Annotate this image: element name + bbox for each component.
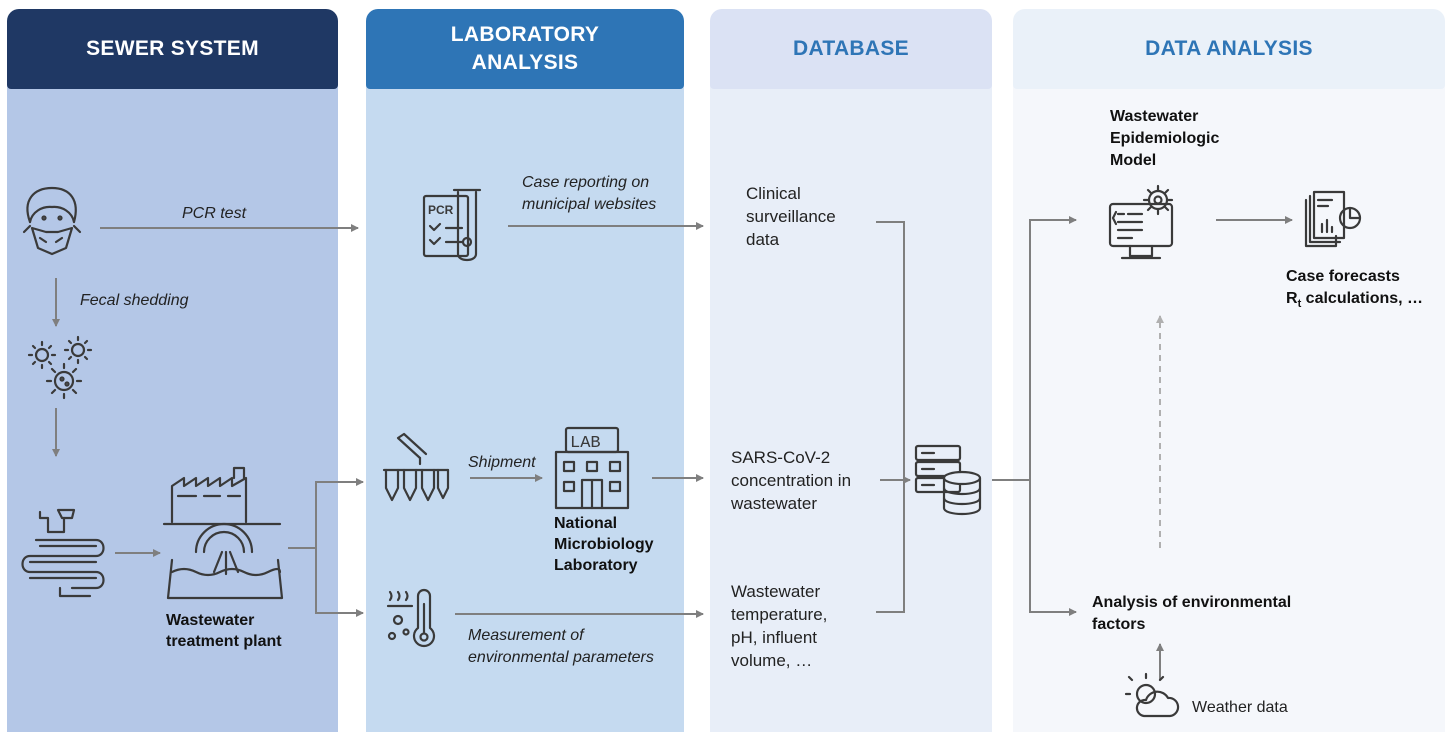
report-chart-icon [1304,190,1362,248]
treatment-plant-icon [162,466,284,600]
column-sewer-system: SEWER SYSTEM [7,0,338,732]
database-column-background [710,60,992,732]
database-merge-bracket [876,221,905,613]
shipment-label: Shipment [468,454,536,471]
person-mask-icon [22,186,82,256]
lab-building-icon [554,426,630,510]
to-model-arrow [1029,216,1077,480]
sars-cov2-concentration-label: SARS-CoV-2 concentration in wastewater [731,448,852,513]
database-server-icon [914,444,982,516]
case-reporting-label: Case reporting on municipal websites [522,174,657,213]
environmental-factors-label: Analysis of environmental factors [1092,594,1292,633]
analysis-column-background [1013,60,1445,732]
national-microbiology-laboratory-label: National Microbiology Laboratory [554,515,654,574]
pcr-test-icon [422,188,482,262]
clinical-surveillance-label: Clinical surveillance data [746,184,836,249]
sewer-system-title: SEWER SYSTEM [86,37,259,60]
wastewater-parameters-label: Wastewater temperature, pH, influent vol… [731,582,828,670]
computer-gear-icon [1108,184,1174,260]
laboratory-analysis-title: LABORATORY ANALYSIS [450,23,600,74]
virus-icon [27,335,93,400]
data-analysis-title: DATA ANALYSIS [1145,37,1313,60]
laboratory-analysis-header: LABORATORY ANALYSIS [366,9,684,89]
rt-subscript: t [1297,298,1302,311]
column-database: DATABASE [710,0,992,732]
measurement-label: Measurement of environmental parameters [468,627,654,666]
weather-sun-cloud-icon [1124,672,1180,718]
sewer-system-header: SEWER SYSTEM [7,9,338,89]
data-analysis-header: DATA ANALYSIS [1013,9,1445,89]
pcr-test-label: PCR test [182,205,247,222]
weather-data-label: Weather data [1192,699,1288,716]
fecal-shedding-label: Fecal shedding [80,292,189,309]
database-header: DATABASE [710,9,992,89]
plant-branch-lower [315,548,364,617]
rt-calculations-line: Rt calculations, … [1286,288,1445,315]
to-env-arrow [1029,480,1077,616]
case-forecasts-line1: Case forecasts [1286,268,1400,285]
wastewater-treatment-plant-label: Wastewater treatment plant [166,612,282,650]
lab-icon-text: LAB [570,434,601,453]
rt-symbol: R [1286,290,1298,307]
thermometer-icon [386,588,436,648]
pcr-icon-text: PCR [428,203,454,217]
plant-branch-line [288,478,364,549]
database-title: DATABASE [793,37,909,60]
test-tubes-icon [382,432,450,502]
rt-calculations-rest: calculations, … [1301,290,1424,307]
column-data-analysis: DATA ANALYSIS [1013,0,1445,732]
case-forecasts-label: Case forecasts Rt calculations, … [1286,266,1445,315]
epidemiologic-model-label: Wastewater Epidemiologic Model [1110,108,1220,169]
toilet-pipe-icon [21,508,105,598]
sewer-column-background [7,60,338,732]
